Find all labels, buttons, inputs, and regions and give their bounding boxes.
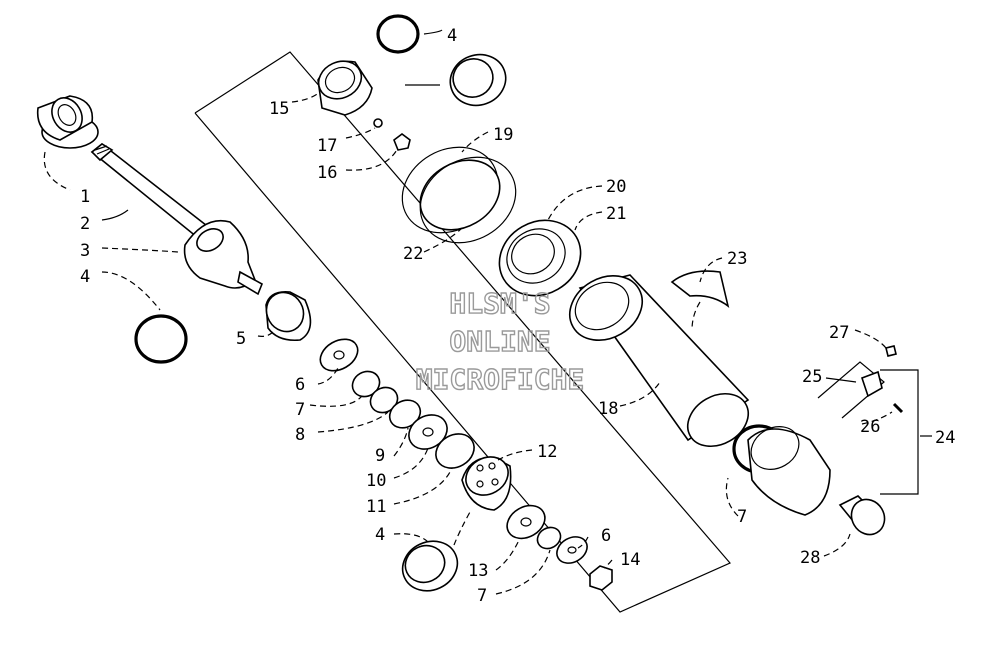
part-15-end-cap[interactable] <box>312 54 373 116</box>
part-4-o-ring-lower[interactable] <box>134 314 188 364</box>
callout-20: 20 <box>606 177 626 197</box>
callout-5: 5 <box>236 329 246 349</box>
callout-11: 11 <box>366 497 386 517</box>
watermark-line-1: HLSM'S <box>449 287 550 320</box>
part-26-pin[interactable] <box>892 402 904 414</box>
callout-23: 23 <box>727 249 747 269</box>
callout-19: 19 <box>493 125 513 145</box>
watermark: HLSM'S ONLINE MICROFICHE <box>415 286 585 396</box>
callout-28: 28 <box>800 548 820 568</box>
part-25-valve[interactable] <box>860 370 883 398</box>
callout-25: 25 <box>802 367 822 387</box>
callout-8: 8 <box>295 425 305 445</box>
watermark-line-2: ONLINE <box>449 325 550 358</box>
part-14-nut[interactable] <box>589 565 613 591</box>
part-24-bracket <box>880 369 919 495</box>
callout-12: 12 <box>537 442 557 462</box>
part-4-o-ring-top[interactable] <box>376 14 420 54</box>
callout-6-lower: 6 <box>601 526 611 546</box>
callout-labels: 1 2 3 4 5 6 7 8 9 10 11 12 4 13 7 6 14 1… <box>80 26 955 606</box>
callout-15: 15 <box>269 99 289 119</box>
part-10-shim[interactable] <box>403 408 454 456</box>
part-16-plug[interactable] <box>393 133 411 151</box>
part-1-end-bushing[interactable] <box>36 92 99 149</box>
part-22-band[interactable] <box>405 140 532 259</box>
callout-21: 21 <box>606 204 626 224</box>
part-23-clip[interactable] <box>670 270 730 308</box>
part-11-shim[interactable] <box>430 427 481 475</box>
part-12-piston[interactable] <box>459 449 515 511</box>
callout-9: 9 <box>375 446 385 466</box>
part-5-bumper[interactable] <box>259 286 312 342</box>
part-reservoir-end-cap[interactable] <box>743 418 831 516</box>
callout-4-left: 4 <box>80 267 90 287</box>
part-28-bushing[interactable] <box>838 493 891 540</box>
part-20-adjuster-nut[interactable] <box>486 206 595 310</box>
callout-17: 17 <box>317 136 337 156</box>
callout-14: 14 <box>620 550 640 570</box>
part-17-ball[interactable] <box>373 118 383 128</box>
callout-13: 13 <box>468 561 488 581</box>
callout-26: 26 <box>860 417 880 437</box>
callout-7-upper: 7 <box>295 400 305 420</box>
subassembly-outline <box>194 51 731 613</box>
callout-18: 18 <box>598 399 618 419</box>
part-4-wear-ring-lower[interactable] <box>394 532 465 599</box>
part-19-band[interactable] <box>387 130 514 249</box>
callout-6-upper: 6 <box>295 375 305 395</box>
callout-4-top: 4 <box>447 26 457 46</box>
callout-3: 3 <box>80 241 90 261</box>
callout-4-lower: 4 <box>375 525 385 545</box>
leader-lines <box>43 29 932 595</box>
watermark-line-3: MICROFICHE <box>416 363 585 396</box>
part-18-shock-body[interactable] <box>558 263 758 457</box>
callout-7-lower: 7 <box>477 586 487 606</box>
part-13-washer[interactable] <box>501 499 551 545</box>
callout-27: 27 <box>829 323 849 343</box>
part-4-wear-ring-top[interactable] <box>443 47 513 113</box>
part-7-lower-shim[interactable] <box>534 523 565 552</box>
part-6-washer[interactable] <box>315 333 364 377</box>
part-27-screw[interactable] <box>885 345 897 357</box>
callout-22: 22 <box>403 244 423 264</box>
callout-16: 16 <box>317 163 337 183</box>
part-8-shim[interactable] <box>366 383 402 418</box>
part-3-shaft-eye[interactable] <box>183 220 264 296</box>
callout-2: 2 <box>80 214 90 234</box>
callout-7-right: 7 <box>737 507 747 527</box>
part-6-lower-washer[interactable] <box>552 532 592 569</box>
callout-10: 10 <box>366 471 386 491</box>
callout-1: 1 <box>80 187 90 207</box>
callout-24: 24 <box>935 428 955 448</box>
